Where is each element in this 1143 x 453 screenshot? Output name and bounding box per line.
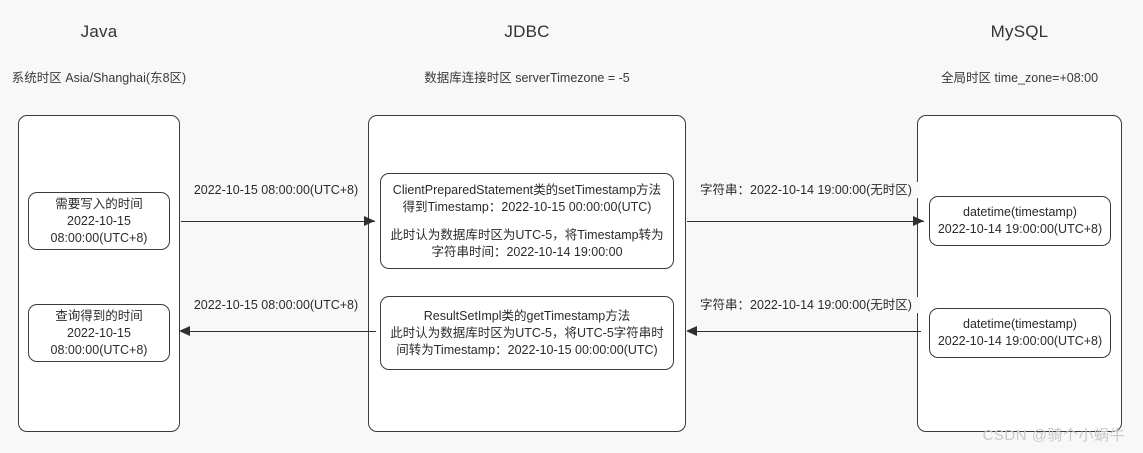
mysql-query-type: datetime(timestamp) <box>963 317 1077 331</box>
node-java-query-time: 查询得到的时间 2022-10-15 08:00:00(UTC+8) <box>28 304 170 362</box>
java-timezone-label: 系统时区 <box>11 71 62 85</box>
connector-java-to-jdbc-line <box>181 221 375 222</box>
connector-java-to-jdbc-arrowhead <box>364 215 375 226</box>
column-subtitle-jdbc: 数据库连接时区 serverTimezone = -5 <box>368 70 686 87</box>
mysql-query-value: 2022-10-14 19:00:00(UTC+8) <box>937 334 1103 348</box>
lane-java <box>18 115 180 432</box>
jdbc-timezone-label: 数据库连接时区 <box>424 71 512 85</box>
java-write-time-value: 08:00:00(UTC+8) <box>50 230 148 245</box>
node-mysql-stored-datetime: datetime(timestamp) 2022-10-14 19:00:00(… <box>929 196 1111 246</box>
jdbc-set-string-value: 字符串时间：2022-10-14 19:00:00 <box>431 244 623 259</box>
column-subtitle-mysql: 全局时区 time_zone=+08:00 <box>907 70 1132 87</box>
connector-mysql-to-jdbc-arrowhead <box>686 325 697 336</box>
connector-jdbc-to-java-arrowhead <box>179 325 190 336</box>
connector-jdbc-to-mysql-label: 字符串：2022-10-14 19:00:00(无时区) <box>692 182 920 198</box>
mysql-store-value: 2022-10-14 19:00:00(UTC+8) <box>937 222 1103 236</box>
java-query-time-value: 08:00:00(UTC+8) <box>50 342 148 357</box>
mysql-store-type: datetime(timestamp) <box>963 205 1077 219</box>
csdn-watermark: CSDN @骑个小蜗牛 <box>982 427 1125 444</box>
jdbc-set-method: ClientPreparedStatement类的setTimestamp方法 <box>392 182 662 197</box>
connector-jdbc-to-java-line <box>190 331 376 332</box>
node-java-write-time: 需要写入的时间 2022-10-15 08:00:00(UTC+8) <box>28 192 170 250</box>
lane-mysql <box>917 115 1122 432</box>
jdbc-set-convert-note: 此时认为数据库时区为UTC-5，将Timestamp转为 <box>390 227 664 242</box>
connector-jdbc-to-mysql-line <box>687 221 924 222</box>
java-query-date: 2022-10-15 <box>67 325 131 340</box>
node-jdbc-set-timestamp: ClientPreparedStatement类的setTimestamp方法 … <box>380 173 674 269</box>
node-mysql-queried-datetime: datetime(timestamp) 2022-10-14 19:00:00(… <box>929 308 1111 358</box>
connector-mysql-to-jdbc-label: 字符串：2022-10-14 19:00:00(无时区) <box>692 297 920 313</box>
jdbc-set-timestamp-value: 得到Timestamp：2022-10-15 00:00:00(UTC) <box>402 199 652 214</box>
mysql-timezone-value: time_zone=+08:00 <box>994 71 1099 85</box>
column-title-java: Java <box>80 22 118 41</box>
jdbc-get-method: ResultSetImpl类的getTimestamp方法 <box>423 308 631 323</box>
mysql-timezone-label: 全局时区 <box>940 71 991 85</box>
java-write-title: 需要写入的时间 <box>55 196 143 211</box>
node-jdbc-get-timestamp: ResultSetImpl类的getTimestamp方法 此时认为数据库时区为… <box>380 296 674 370</box>
lane-jdbc <box>368 115 686 432</box>
jdbc-get-convert-note: 此时认为数据库时区为UTC-5，将UTC-5字符串时 <box>390 325 664 340</box>
jdbc-timezone-value: serverTimezone = -5 <box>515 71 630 85</box>
jdbc-get-timestamp-value: 间转为Timestamp：2022-10-15 00:00:00(UTC) <box>396 342 658 357</box>
java-write-date: 2022-10-15 <box>67 213 131 228</box>
java-timezone-value: Asia/Shanghai(东8区) <box>65 71 187 85</box>
connector-jdbc-to-mysql-arrowhead <box>913 215 924 226</box>
connector-mysql-to-jdbc-line <box>697 331 921 332</box>
java-query-title: 查询得到的时间 <box>55 308 143 323</box>
column-subtitle-java: 系统时区 Asia/Shanghai(东8区) <box>8 70 190 87</box>
column-title-mysql: MySQL <box>990 22 1049 41</box>
column-title-jdbc: JDBC <box>504 22 550 41</box>
connector-jdbc-to-java-label: 2022-10-15 08:00:00(UTC+8) <box>186 297 366 313</box>
connector-java-to-jdbc-label: 2022-10-15 08:00:00(UTC+8) <box>186 182 366 198</box>
